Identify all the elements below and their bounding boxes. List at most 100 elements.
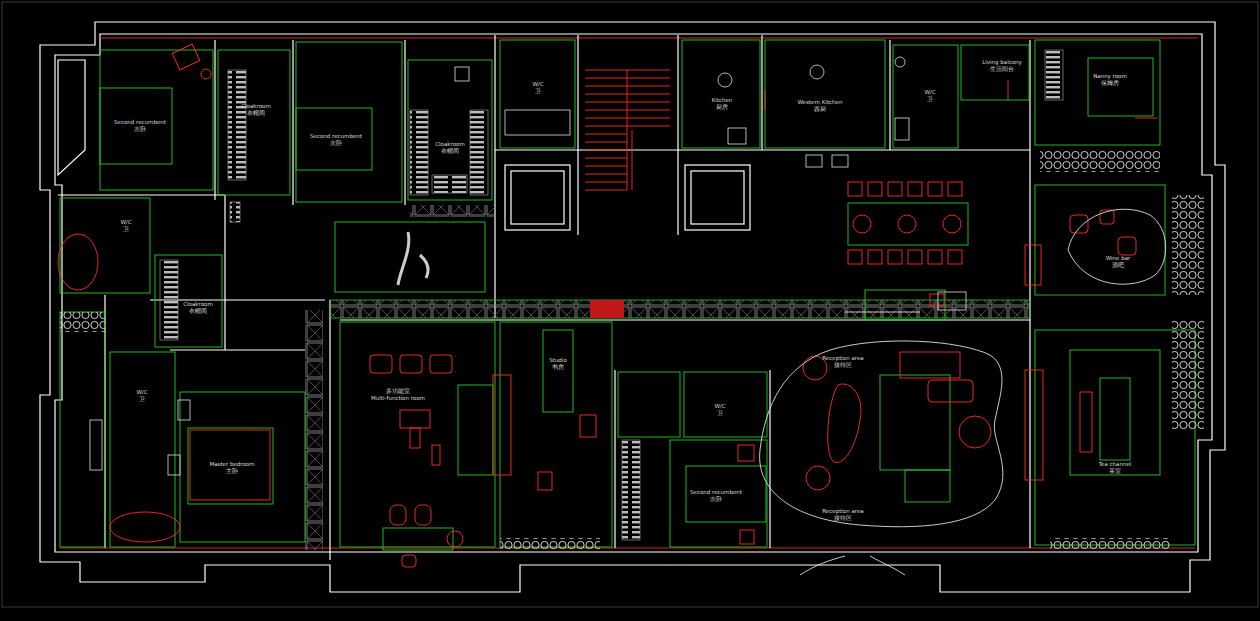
furniture (943, 215, 961, 233)
room-name: Multi-function room (371, 395, 425, 402)
room-label-box: Studio书房 (547, 356, 569, 372)
room-label-box: Kitchen厨房 (710, 96, 735, 112)
stairs (585, 126, 670, 127)
stairs (585, 102, 670, 103)
furniture (908, 182, 922, 196)
furniture (928, 182, 942, 196)
stairs (585, 150, 627, 151)
wardrobes (160, 260, 178, 340)
room-name: 衣帽间 (435, 148, 465, 155)
room-name: 卫 (924, 96, 935, 103)
outer-wall (58, 60, 85, 175)
room-name: W/C (714, 403, 725, 410)
stairs (585, 70, 670, 71)
room-name: Cloakroom (435, 141, 465, 148)
pebble-borders (1172, 195, 1204, 295)
wardrobes (1045, 50, 1063, 100)
stairs (585, 118, 670, 119)
interior-walls (495, 149, 1030, 150)
room-name: Cloakroom (183, 301, 213, 308)
furniture (402, 555, 416, 567)
interior-walls (677, 35, 678, 235)
furniture (806, 466, 830, 490)
furniture (740, 530, 754, 544)
furniture (930, 294, 944, 306)
wardrobes (622, 440, 640, 540)
stairs (585, 166, 627, 167)
furniture (959, 416, 991, 448)
interior-walls (505, 165, 570, 230)
room-name: 卫 (532, 88, 543, 95)
pebble-borders (500, 538, 600, 549)
stairs (585, 134, 627, 135)
room-outlines (155, 255, 222, 347)
room-name: 卫 (714, 410, 725, 417)
room-outlines (500, 322, 612, 547)
room-name: W/C (120, 219, 131, 226)
room-name: Master bedroom (209, 461, 254, 468)
fixtures (90, 420, 102, 470)
fixtures (90, 57, 966, 475)
furniture (1008, 80, 1009, 100)
room-outlines (218, 50, 290, 195)
interior-walls (214, 40, 215, 200)
pebble-borders (1050, 538, 1170, 549)
outer-wall (40, 22, 1225, 592)
furniture (900, 352, 960, 378)
beds-and-tables (188, 428, 273, 504)
interior-walls (292, 40, 293, 205)
beds-and-tables (686, 466, 766, 522)
reception-outline (845, 312, 920, 313)
room-outlines (296, 42, 402, 202)
fixtures (895, 118, 909, 140)
room-label-box: Cloakroom衣帽间 (239, 102, 273, 118)
room-outlines (100, 50, 213, 190)
interior-walls (769, 370, 770, 548)
beds-and-tables (543, 330, 573, 412)
interior-walls (1029, 40, 1030, 548)
room-outlines (408, 60, 492, 200)
wardrobes (410, 110, 428, 195)
reception-outline (760, 209, 1166, 575)
beds-and-tables (1088, 58, 1153, 116)
fixtures (832, 155, 848, 167)
room-name: 保姆房 (1093, 80, 1127, 87)
furniture (400, 355, 422, 373)
wardrobes (432, 175, 467, 193)
stairs (585, 142, 627, 143)
furniture (738, 445, 754, 461)
fixtures (728, 128, 746, 144)
room-name: W/C (924, 89, 935, 96)
furniture (848, 182, 862, 196)
furniture (828, 384, 861, 463)
fixtures (806, 155, 822, 167)
furniture (765, 90, 766, 110)
reception-outline (760, 341, 1003, 527)
room-name: 厨房 (712, 104, 733, 111)
furniture (415, 505, 431, 525)
room-label-box: Nanny room保姆房 (1091, 72, 1129, 88)
wardrobes (470, 110, 488, 195)
room-name: Reception area (822, 508, 863, 515)
room-name: 西厨 (798, 106, 843, 113)
interior-walls (58, 35, 1030, 560)
room-label-box: W/C卫 (922, 88, 937, 104)
interior-walls (329, 300, 330, 560)
room-label-box: W/C卫 (712, 402, 727, 418)
room-name: W/C (136, 389, 147, 396)
room-outlines (961, 45, 1029, 100)
furniture (898, 215, 916, 233)
room-outlines (670, 440, 767, 547)
pebble-borders (60, 312, 105, 332)
stairs (632, 130, 633, 190)
room-name: 主卧 (209, 468, 254, 475)
stairs (585, 86, 670, 87)
fixtures (178, 400, 190, 420)
furniture (447, 531, 463, 547)
furniture (928, 250, 942, 264)
furniture (888, 250, 902, 264)
furniture (370, 355, 392, 373)
stairs (585, 158, 627, 159)
